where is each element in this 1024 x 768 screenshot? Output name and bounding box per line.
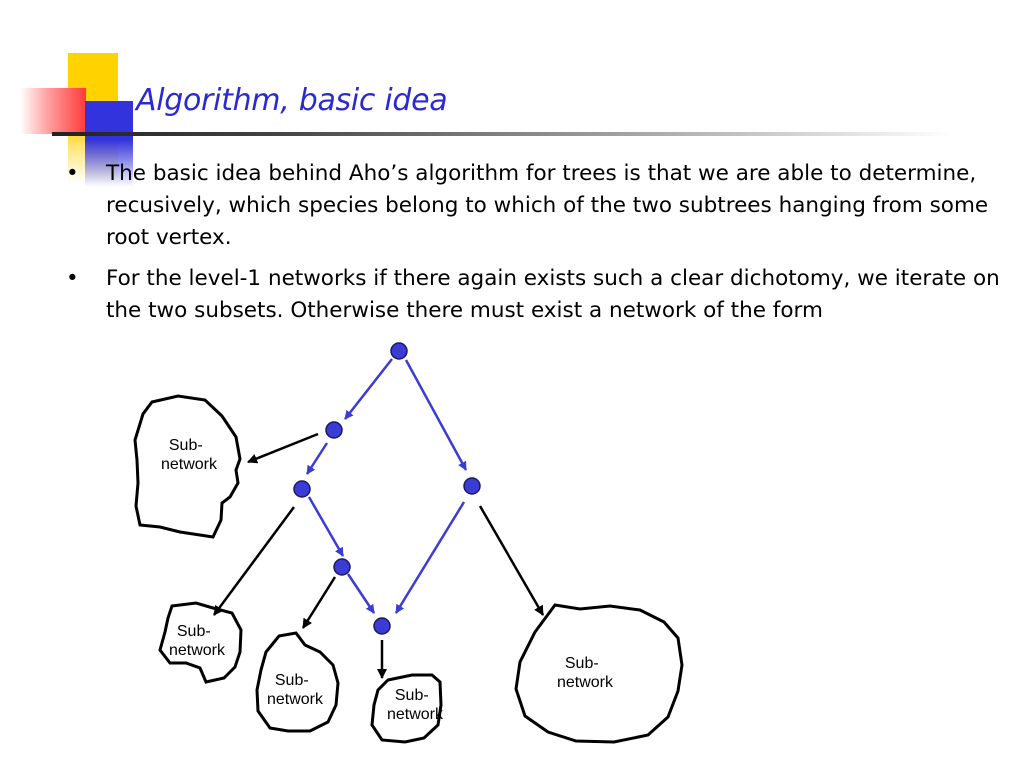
network-edge	[344, 358, 393, 420]
subnetwork-label-line2: network	[161, 456, 218, 473]
network-edge	[394, 501, 466, 614]
network-edge	[346, 573, 376, 614]
bullet-dot: •	[66, 161, 79, 186]
subnetwork-edge	[301, 576, 337, 629]
subnetwork-label-line1: Sub-	[169, 437, 203, 454]
subnetwork-label-3: Sub- network	[267, 672, 324, 708]
subnetwork-edge	[212, 506, 296, 616]
bullet-item: • The basic idea behind Aho’s algorithm …	[62, 158, 1012, 254]
bullet-list: • The basic idea behind Aho’s algorithm …	[62, 158, 1012, 336]
root-node	[390, 342, 408, 360]
title-underline	[52, 132, 952, 136]
subnetwork-edge	[478, 505, 545, 616]
network-node	[333, 558, 351, 576]
network-edge	[305, 442, 329, 475]
subnetwork-blob	[255, 631, 340, 733]
subnetwork-blob	[133, 394, 242, 539]
network-edge	[307, 496, 345, 557]
network-edge	[404, 359, 468, 471]
subnetwork-label-line1: Sub-	[177, 623, 211, 640]
network-node	[463, 477, 481, 495]
subnetwork-label-line2: network	[267, 691, 324, 708]
bullet-item: • For the level-1 networks if there agai…	[62, 263, 1012, 327]
decor-blue-square	[85, 101, 133, 187]
subnetwork-label-line2: network	[169, 642, 226, 659]
page-title: Algorithm, basic idea	[136, 83, 448, 118]
subnetwork-label-line1: Sub-	[275, 672, 309, 689]
subnetwork-edge	[247, 432, 319, 464]
subnetwork-label-4: Sub- network	[387, 687, 444, 723]
network-node	[293, 480, 311, 498]
subnetwork-label-line1: Sub-	[395, 687, 429, 704]
subnetwork-label-2: Sub- network	[169, 623, 226, 659]
bullet-text: For the level-1 networks if there again …	[106, 266, 1000, 323]
subnetwork-label-line1: Sub-	[565, 655, 599, 672]
subnetwork-blob	[514, 603, 684, 744]
reticulation-node	[373, 617, 391, 635]
bullet-text: The basic idea behind Aho’s algorithm fo…	[106, 161, 989, 250]
bullet-dot: •	[66, 266, 79, 291]
decor-red-square	[20, 88, 86, 134]
network-node	[325, 421, 343, 439]
subnetwork-label-1: Sub- network	[161, 437, 218, 473]
subnetwork-label-5: Sub- network	[557, 655, 614, 691]
subnetwork-label-line2: network	[557, 674, 614, 691]
subnetwork-label-line2: network	[387, 706, 444, 723]
subnetwork-blob	[370, 673, 443, 744]
